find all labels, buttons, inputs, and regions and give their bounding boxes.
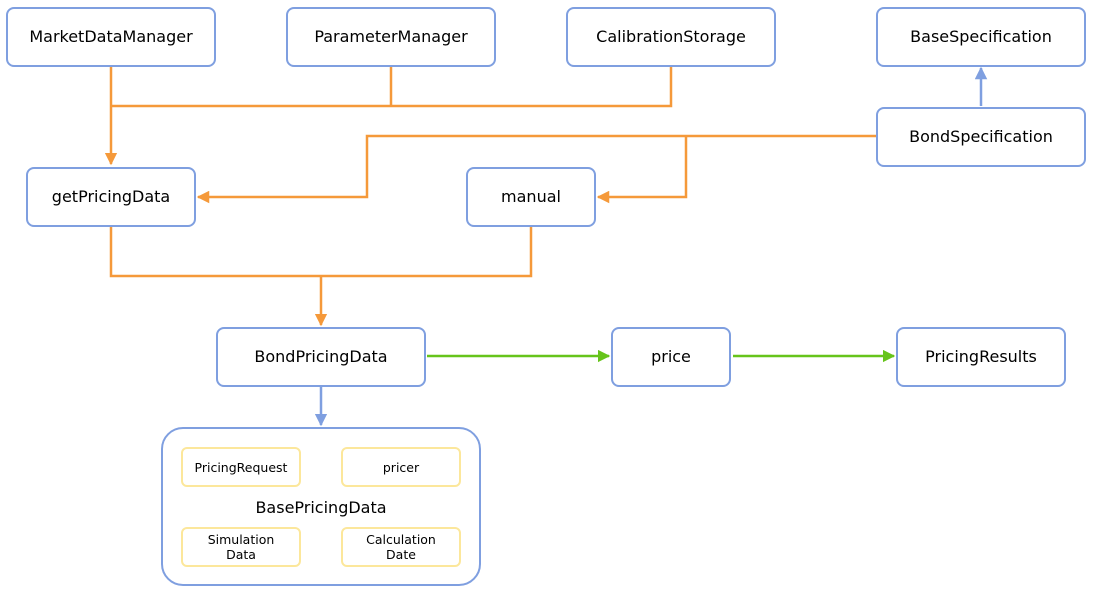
parameter-manager-node[interactable]: ParameterManager xyxy=(286,7,496,67)
base-pricing-data-label: BasePricingData xyxy=(255,498,387,517)
market-data-manager-node[interactable]: MarketDataManager xyxy=(6,7,216,67)
manual-node[interactable]: manual xyxy=(466,167,596,227)
simulation-data-item[interactable]: Simulation Data xyxy=(181,527,301,567)
edge-bond-spec-to-manual xyxy=(596,136,688,204)
bond-specification-node[interactable]: BondSpecification xyxy=(876,107,1086,167)
pricing-request-item[interactable]: PricingRequest xyxy=(181,447,301,487)
base-specification-node[interactable]: BaseSpecification xyxy=(876,7,1086,67)
calibration-storage-node[interactable]: CalibrationStorage xyxy=(566,7,776,67)
edge-calibration-storage-to-bus xyxy=(111,67,673,108)
pricing-results-node[interactable]: PricingResults xyxy=(896,327,1066,387)
get-pricing-data-node[interactable]: getPricingData xyxy=(26,167,196,227)
pricer-item[interactable]: pricer xyxy=(341,447,461,487)
bond-pricing-data-node[interactable]: BondPricingData xyxy=(216,327,426,387)
edge-get-pricing-data-to-merge xyxy=(109,227,533,278)
price-node[interactable]: price xyxy=(611,327,731,387)
edge-bond-spec-to-get-pricing-data xyxy=(196,134,876,204)
calculation-date-item[interactable]: Calculation Date xyxy=(341,527,461,567)
